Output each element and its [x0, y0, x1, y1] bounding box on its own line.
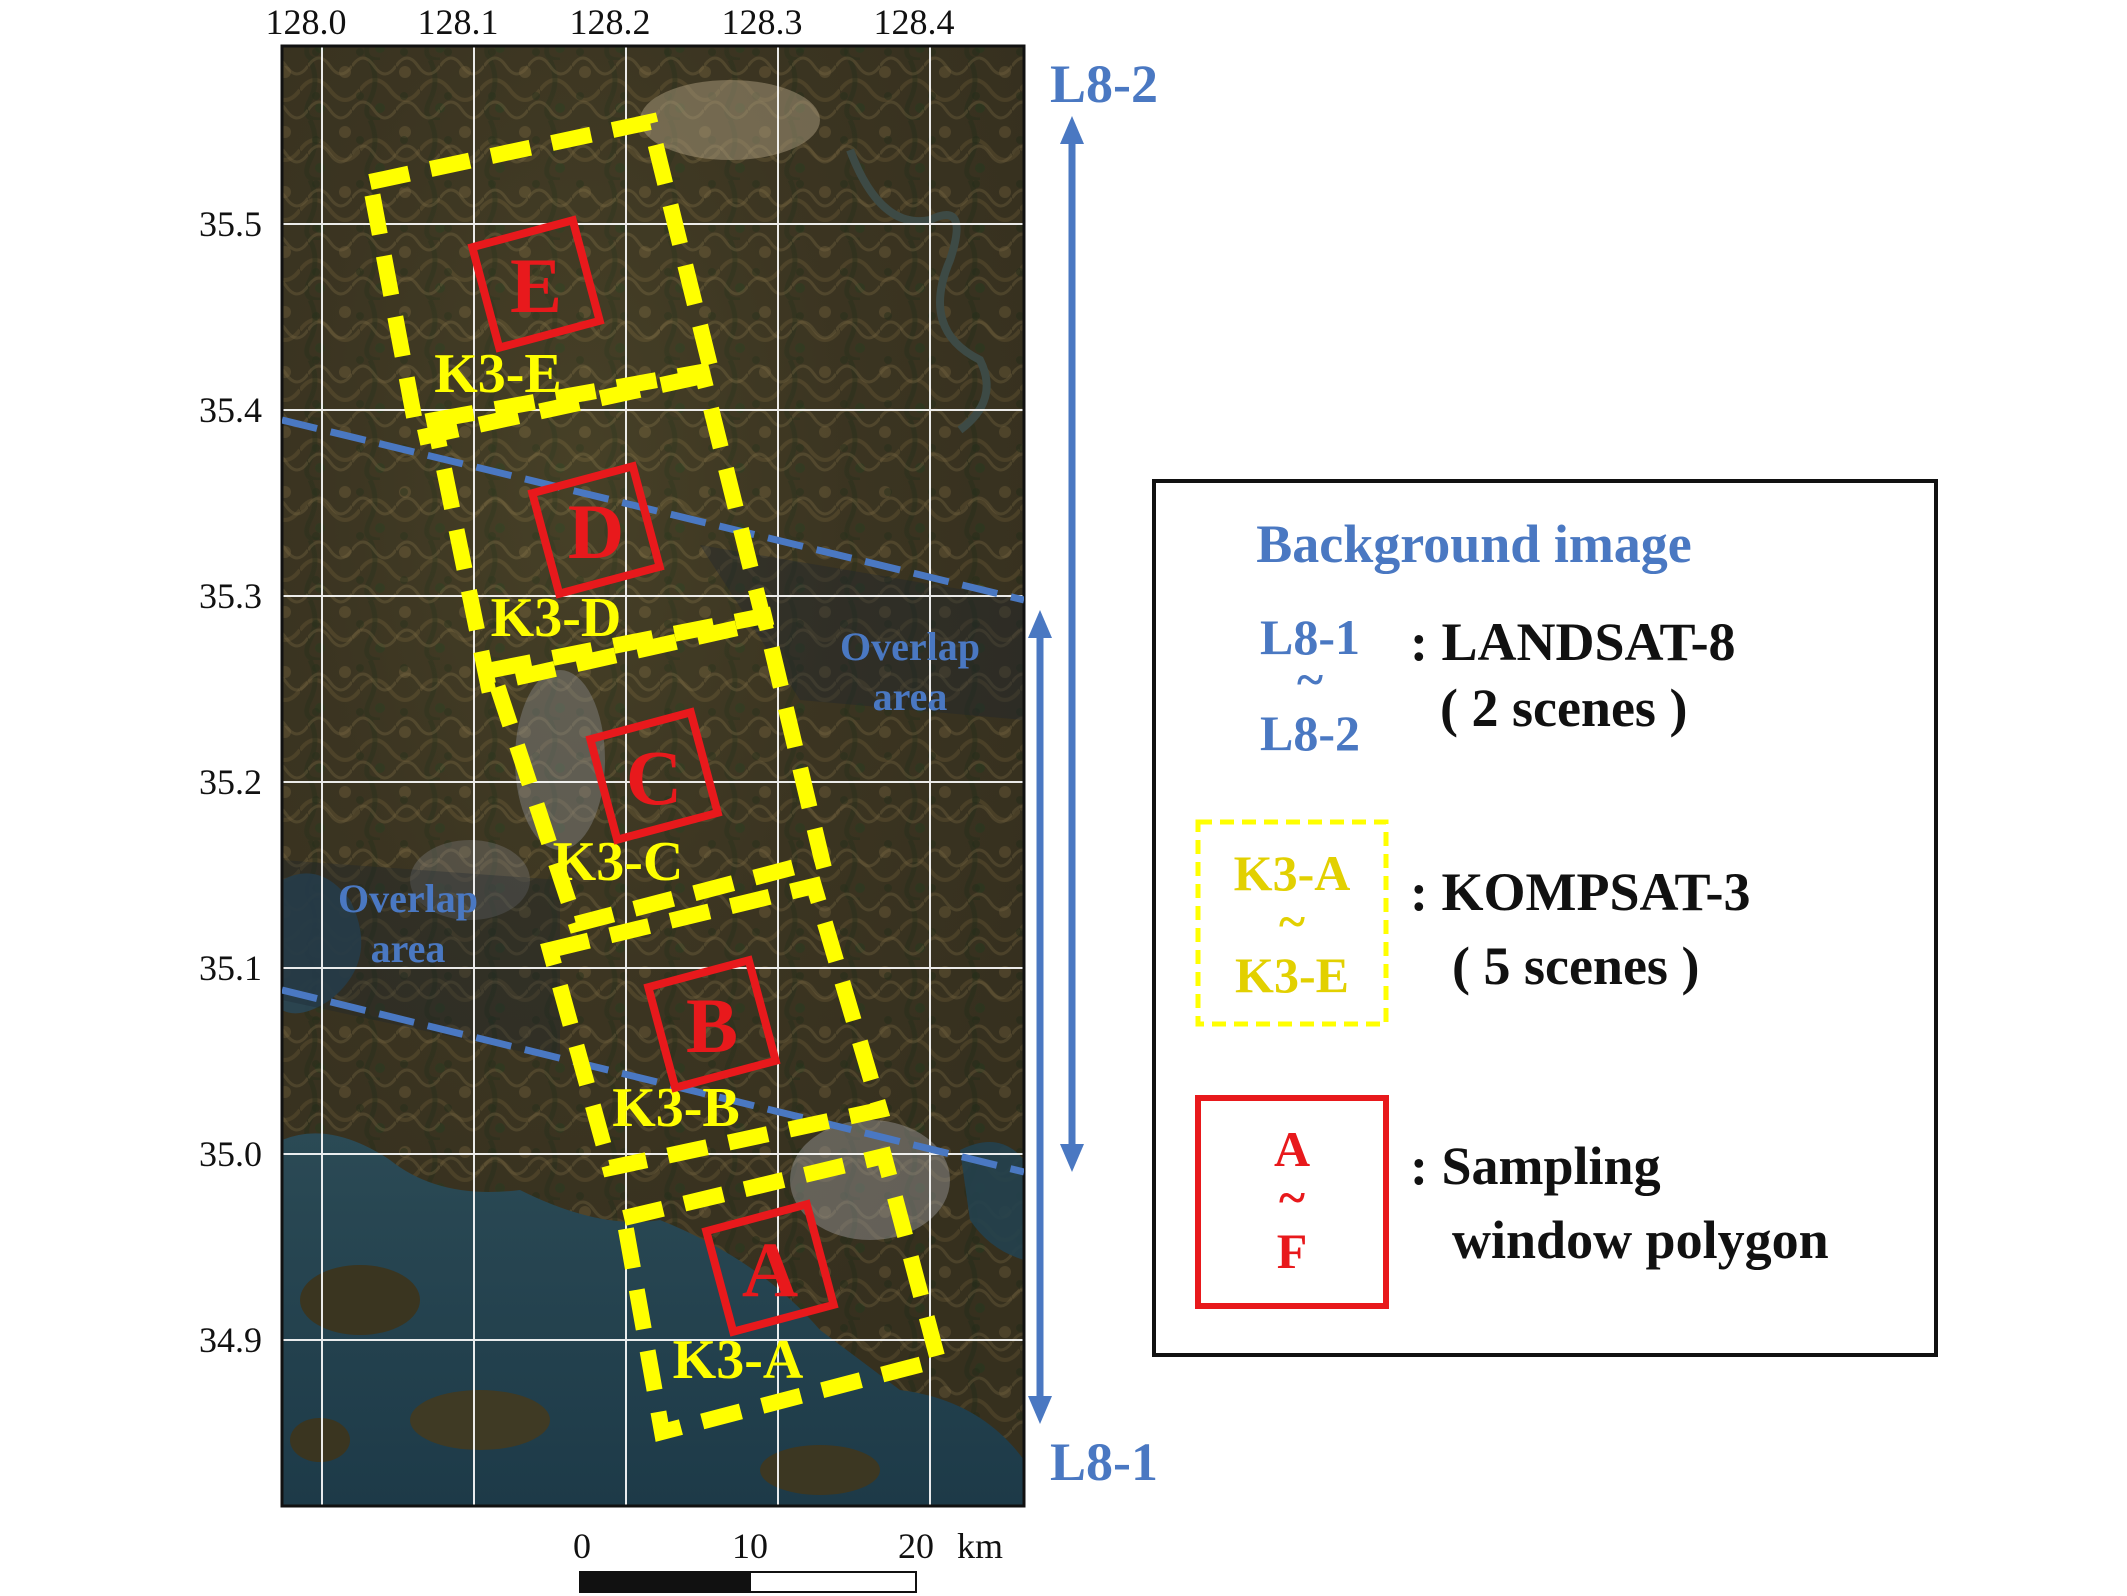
scale-tick: 10	[732, 1526, 768, 1566]
map-frame	[280, 44, 1026, 1508]
legend-kompsat-count: ( 5 scenes )	[1452, 936, 1699, 996]
kompsat-label: K3-A	[673, 1329, 804, 1391]
landsat-extent-arrows	[1028, 116, 1084, 1424]
legend-landsat-tilde: ~	[1297, 651, 1323, 707]
overlap-label-line2: area	[873, 674, 948, 719]
sampling-window-c	[585, 707, 723, 845]
legend-sampling-to: F	[1277, 1223, 1308, 1279]
longitude-tick: 128.3	[722, 2, 803, 42]
legend-landsat-desc: : LANDSAT-8	[1410, 612, 1736, 672]
kompsat-scene-k3-c	[481, 606, 832, 934]
overlap-label-line1: Overlap	[338, 876, 478, 921]
scale-bar-segment-black	[579, 1571, 751, 1593]
sampling-window-labels: A B C D E	[510, 242, 798, 1313]
sampling-window-b	[643, 955, 781, 1093]
legend-kompsat-tilde: ~	[1279, 893, 1305, 949]
landsat-boundaries	[282, 416, 1024, 1176]
longitude-tick: 128.1	[418, 2, 499, 42]
latitude-tick: 35.2	[199, 762, 262, 802]
legend: Background image L8-1 ~ L8-2 : LANDSAT-8…	[1152, 479, 1938, 1357]
legend-frame	[1152, 479, 1938, 1357]
legend-kompsat-to: K3-E	[1235, 947, 1349, 1003]
sampling-window-label: A	[742, 1226, 798, 1313]
longitude-tick: 128.4	[874, 2, 955, 42]
latitude-tick: 35.5	[199, 204, 262, 244]
kompsat-scene-k3-e	[360, 112, 722, 448]
latitude-axis: 35.5 35.4 35.3 35.2 35.1 35.0 34.9	[199, 204, 262, 1360]
legend-landsat-count: ( 2 scenes )	[1440, 678, 1687, 738]
legend-title: Background image	[1256, 514, 1692, 574]
latitude-tick: 35.4	[199, 390, 262, 430]
landsat-l8-2-arrow	[1060, 116, 1084, 1172]
satellite-image	[282, 46, 1024, 1506]
sampling-window-e	[467, 215, 605, 353]
sampling-window-label: E	[510, 242, 562, 329]
latitude-tick: 35.1	[199, 948, 262, 988]
kompsat-label: K3-E	[434, 343, 562, 405]
landsat-l8-1-label: L8-1	[1050, 1432, 1158, 1492]
sampling-window-label: B	[686, 982, 738, 1069]
legend-sampling-from: A	[1274, 1121, 1310, 1177]
kompsat-label: K3-D	[491, 587, 622, 649]
kompsat-scene-k3-d	[424, 362, 774, 694]
legend-entry-kompsat: K3-A ~ K3-E : KOMPSAT-3 ( 5 scenes )	[1195, 819, 1751, 1027]
legend-sampling-desc2: window polygon	[1452, 1210, 1829, 1270]
legend-kompsat-desc: : KOMPSAT-3	[1410, 862, 1751, 922]
sampling-window-a	[701, 1199, 839, 1337]
latitude-tick: 35.3	[199, 576, 262, 616]
legend-landsat-from: L8-1	[1260, 609, 1360, 665]
longitude-tick: 128.2	[570, 2, 651, 42]
scale-tick: 20	[898, 1526, 934, 1566]
kompsat-scene-k3-a	[614, 1146, 948, 1442]
sampling-window-label: C	[626, 734, 682, 821]
legend-sampling-desc: : Sampling	[1410, 1136, 1661, 1196]
overlap-label-line2: area	[371, 926, 446, 971]
latitude-tick: 35.0	[199, 1134, 262, 1174]
sampling-windows	[467, 215, 839, 1337]
legend-entry-sampling: A ~ F : Sampling window polygon	[1195, 1095, 1829, 1309]
scale-tick: 0	[573, 1526, 591, 1566]
legend-sampling-swatch	[1195, 1095, 1389, 1309]
overlap-label-line1: Overlap	[840, 624, 980, 669]
latitude-tick: 34.9	[199, 1320, 262, 1360]
kompsat-scenes	[360, 112, 948, 1442]
landsat-l8-2-label: L8-2	[1050, 54, 1158, 114]
legend-kompsat-from: K3-A	[1234, 845, 1351, 901]
landsat-boundary-line	[282, 416, 1024, 604]
legend-entry-landsat: L8-1 ~ L8-2 : LANDSAT-8 ( 2 scenes )	[1260, 609, 1736, 761]
longitude-axis: 128.0 128.1 128.2 128.3 128.4	[266, 2, 955, 42]
kompsat-scene-k3-b	[540, 876, 891, 1178]
legend-kompsat-swatch	[1195, 819, 1389, 1027]
sampling-window-d	[527, 461, 665, 599]
sampling-window-label: D	[568, 488, 624, 575]
scale-unit: km	[957, 1526, 1003, 1566]
scale-bar: 0 10 20 km	[573, 1526, 1003, 1593]
landsat-l8-1-arrow	[1028, 610, 1052, 1424]
landsat-boundary-line	[282, 986, 1024, 1176]
longitude-tick: 128.0	[266, 2, 347, 42]
overlap-label-lower: Overlap area	[338, 876, 478, 971]
overlap-label-upper: Overlap area	[840, 624, 980, 719]
legend-landsat-to: L8-2	[1260, 705, 1360, 761]
scale-bar-segment-white	[749, 1571, 917, 1593]
legend-sampling-tilde: ~	[1279, 1169, 1305, 1225]
